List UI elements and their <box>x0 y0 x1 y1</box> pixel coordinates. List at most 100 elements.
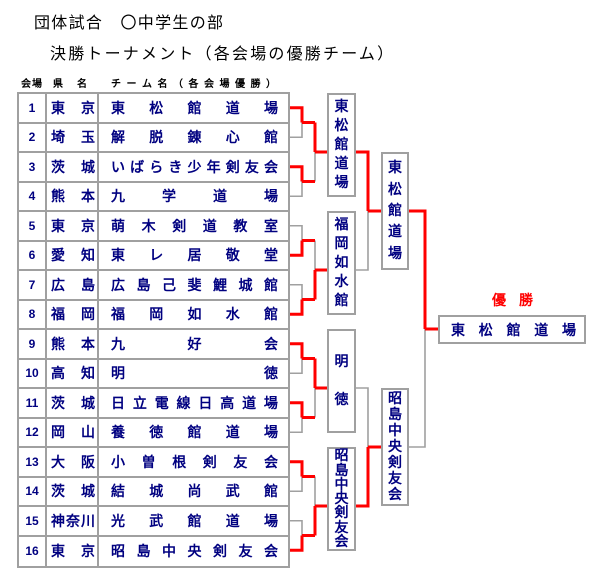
glyph: 木 <box>141 218 156 235</box>
team-name: 結城尚武館 <box>99 478 288 506</box>
glyph: 島 <box>136 544 151 561</box>
glyph: 線 <box>176 395 191 412</box>
glyph: 己 <box>162 277 176 294</box>
glyph: 岡 <box>334 236 349 252</box>
prefecture-name: 広島 <box>47 271 99 299</box>
glyph: 道 <box>534 322 549 339</box>
venue-number: 12 <box>19 418 47 446</box>
glyph: 会 <box>264 544 278 561</box>
glyph: 京 <box>81 100 95 117</box>
glyph: 学 <box>162 189 176 206</box>
glyph: 館 <box>187 100 202 117</box>
glyph: 好 <box>187 336 202 353</box>
glyph: 脱 <box>149 130 164 147</box>
glyph: 日 <box>111 395 125 412</box>
block-winner-box: 福岡如水館 <box>327 211 356 315</box>
glyph: 福 <box>334 217 349 233</box>
first-round-line-winner <box>289 342 304 359</box>
glyph: 道 <box>388 224 402 241</box>
glyph: 敬 <box>225 248 240 265</box>
glyph: 東 <box>51 100 65 117</box>
first-round-line-winner <box>289 460 304 477</box>
glyph: 会 <box>264 159 278 176</box>
glyph: 場 <box>264 189 278 206</box>
prefecture-name: 東京 <box>47 212 99 240</box>
glyph: 愛 <box>51 248 65 265</box>
glyph: 松 <box>388 181 402 198</box>
glyph: 徳 <box>264 366 278 383</box>
glyph: 島 <box>136 277 151 294</box>
semifinal-line-loser <box>356 387 369 447</box>
glyph: 大 <box>51 454 65 471</box>
glyph: 松 <box>334 118 349 134</box>
glyph: レ <box>149 248 164 265</box>
glyph: 日 <box>198 395 213 412</box>
glyph: 本 <box>81 336 95 353</box>
glyph: 川 <box>81 513 95 530</box>
glyph: 名 <box>77 79 87 90</box>
glyph: 会 <box>264 336 278 353</box>
glyph: 結 <box>111 484 125 501</box>
glyph: 東 <box>51 544 65 561</box>
glyph: 剣 <box>334 505 349 522</box>
glyph: 優 <box>235 79 245 90</box>
first-round-line-winner <box>289 240 304 257</box>
glyph: 館 <box>506 322 521 339</box>
semifinal-winner-box: 東松館道場 <box>381 152 409 270</box>
glyph: 福 <box>111 307 125 324</box>
venue-number: 5 <box>19 212 47 240</box>
venue-number: 1 <box>19 94 47 122</box>
glyph: 如 <box>334 255 349 271</box>
glyph: 東 <box>388 160 402 177</box>
glyph: 会 <box>334 533 349 550</box>
glyph: ば <box>130 159 145 176</box>
glyph: 昭 <box>334 448 349 465</box>
glyph: 武 <box>225 484 240 501</box>
glyph: 室 <box>263 218 278 235</box>
glyph: 熊 <box>51 189 65 206</box>
glyph: 心 <box>225 130 240 147</box>
glyph: 友 <box>244 159 259 176</box>
glyph: 県 <box>53 79 63 90</box>
glyph: 福 <box>51 307 65 324</box>
venue-number: 16 <box>19 536 47 566</box>
venue-number: 11 <box>19 389 47 417</box>
glyph: 館 <box>187 425 202 442</box>
glyph: 友 <box>238 544 253 561</box>
venue-number: 2 <box>19 123 47 151</box>
glyph: 道 <box>225 513 240 530</box>
glyph: 場 <box>388 245 402 262</box>
glyph: チ <box>111 79 121 90</box>
glyph: ム <box>142 79 152 90</box>
venue-number: 7 <box>19 271 47 299</box>
team-name: 萌木剣道教室 <box>99 212 288 240</box>
glyph: 場 <box>562 322 576 339</box>
glyph: （ <box>173 79 183 90</box>
glyph: 少 <box>187 159 202 176</box>
first-round-line-winner <box>289 535 304 552</box>
glyph: 昭 <box>111 544 125 561</box>
prefecture-name: 東京 <box>47 94 99 122</box>
venue-number: 6 <box>19 241 47 269</box>
glyph: 城 <box>81 395 95 412</box>
glyph: 徳 <box>334 392 349 408</box>
glyph: 東 <box>111 100 125 117</box>
page-title: 団体試合 〇中学生の部 <box>34 13 225 32</box>
glyph: 知 <box>81 248 95 265</box>
glyph: 会 <box>263 454 278 471</box>
glyph: 光 <box>111 513 125 530</box>
team-name: 広島己斐鯉城館 <box>99 271 288 299</box>
venue-number: 9 <box>19 330 47 358</box>
first-round-line-winner <box>289 165 304 182</box>
glyph: 館 <box>264 277 278 294</box>
glyph: 広 <box>111 277 125 294</box>
glyph: ー <box>126 79 137 90</box>
